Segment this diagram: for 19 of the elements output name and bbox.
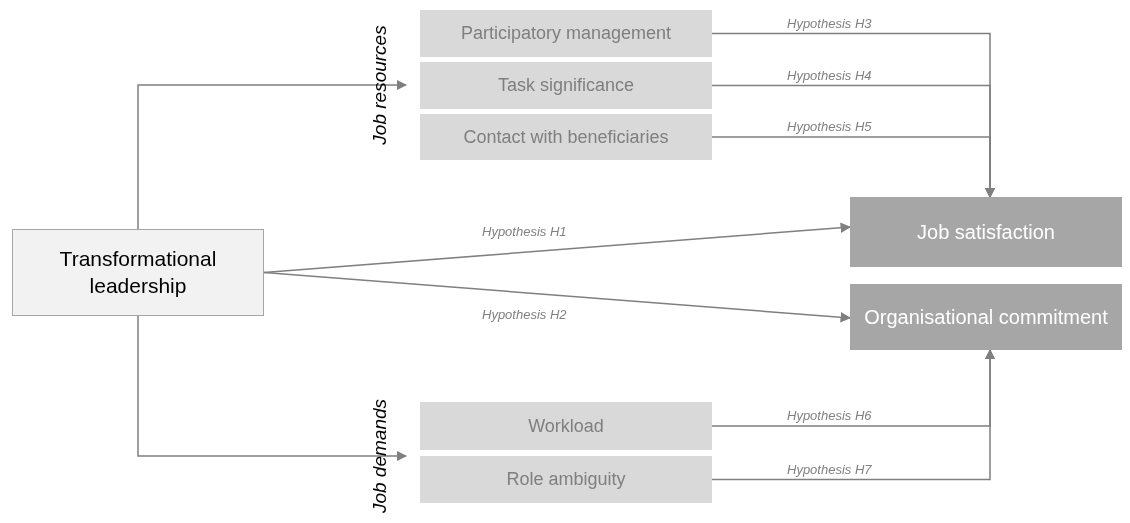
- outcome-box: Organisational commitment: [850, 284, 1122, 350]
- variable-box: Task significance: [420, 62, 712, 109]
- arrow: [711, 348, 996, 481]
- construct-box: Transformational leadership: [12, 229, 264, 316]
- variable-box: Participatory management: [420, 10, 712, 57]
- edge-label: Hypothesis H1: [480, 224, 569, 239]
- variable-box: Workload: [420, 402, 712, 450]
- edge-label: Hypothesis H6: [785, 408, 874, 423]
- group-heading: Job demands: [368, 397, 391, 516]
- variable-box: Contact with beneficiaries: [420, 114, 712, 160]
- variable-box: Role ambiguity: [420, 456, 712, 503]
- arrow: [137, 79, 408, 230]
- arrow: [137, 315, 408, 462]
- group-heading: Job resources: [368, 24, 391, 147]
- edge-label: Hypothesis H2: [480, 307, 569, 322]
- arrow: [711, 136, 996, 199]
- edge-label: Hypothesis H5: [785, 119, 874, 134]
- arrow: [263, 271, 852, 323]
- outcome-box: Job satisfaction: [850, 197, 1122, 267]
